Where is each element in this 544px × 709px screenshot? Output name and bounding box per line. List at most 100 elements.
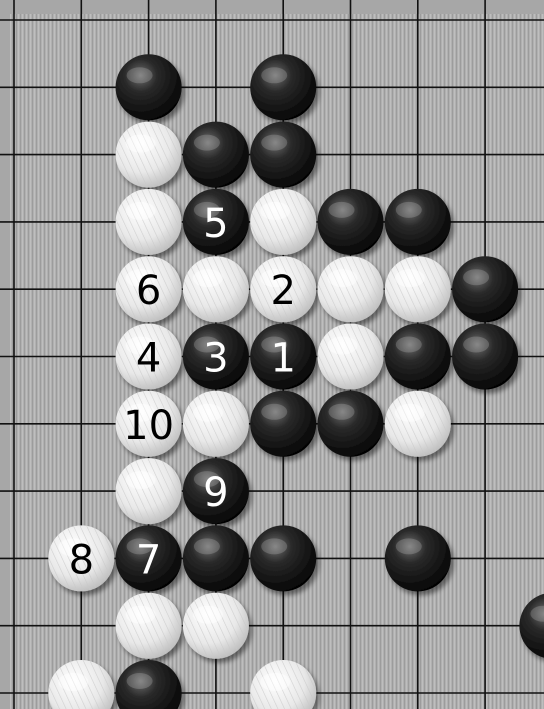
black-stone[interactable] — [385, 189, 451, 255]
black-stone[interactable] — [452, 324, 518, 390]
white-stone-highlight — [193, 404, 223, 422]
black-stone-highlight — [329, 404, 355, 420]
white-stone[interactable] — [385, 391, 451, 457]
black-stone[interactable]: 3 — [183, 324, 249, 390]
black-stone[interactable] — [250, 391, 316, 457]
black-stone-highlight — [396, 202, 422, 218]
white-stone[interactable] — [250, 189, 316, 255]
black-stone-body — [250, 122, 316, 188]
white-stone-texture — [183, 391, 249, 457]
black-stone-highlight — [261, 67, 287, 83]
white-stone-texture — [385, 256, 451, 322]
move-number-label: 9 — [203, 470, 228, 516]
black-stone-body — [250, 525, 316, 591]
white-stone-highlight — [395, 404, 425, 422]
white-stone-texture — [116, 189, 182, 255]
move-number-label: 2 — [270, 268, 295, 314]
white-stone-highlight — [328, 337, 358, 355]
black-stone-highlight — [194, 538, 220, 554]
white-stone-texture — [116, 122, 182, 188]
board-left-edge — [0, 0, 10, 709]
white-stone-texture — [385, 391, 451, 457]
white-stone-highlight — [58, 673, 88, 691]
white-stone-highlight — [260, 202, 290, 220]
white-stone[interactable]: 10 — [116, 391, 182, 457]
white-stone-texture — [318, 256, 384, 322]
black-stone[interactable]: 5 — [183, 189, 249, 255]
black-stone[interactable] — [116, 54, 182, 120]
black-stone[interactable] — [183, 122, 249, 188]
white-stone[interactable] — [318, 324, 384, 390]
white-stone[interactable]: 2 — [250, 256, 316, 322]
black-stone-highlight — [396, 337, 422, 353]
black-stone-highlight — [329, 202, 355, 218]
black-stone[interactable] — [385, 324, 451, 390]
black-stone[interactable] — [385, 525, 451, 591]
white-stone[interactable] — [385, 256, 451, 322]
white-stone-highlight — [193, 606, 223, 624]
black-stone[interactable] — [452, 256, 518, 322]
move-number-label: 3 — [203, 336, 228, 382]
white-stone-highlight — [260, 673, 290, 691]
white-stone-highlight — [126, 606, 156, 624]
black-stone-body — [183, 525, 249, 591]
move-number-label: 7 — [136, 537, 161, 583]
black-stone-highlight — [396, 538, 422, 554]
white-stone-texture — [250, 189, 316, 255]
black-stone-body — [452, 256, 518, 322]
black-stone-body — [318, 391, 384, 457]
white-stone-highlight — [126, 202, 156, 220]
black-stone-highlight — [463, 337, 489, 353]
white-stone[interactable] — [116, 593, 182, 659]
white-stone-texture — [183, 256, 249, 322]
black-stone[interactable]: 7 — [116, 525, 182, 591]
move-number-label: 6 — [136, 268, 161, 314]
black-stone-body — [385, 189, 451, 255]
black-stone-highlight — [194, 135, 220, 151]
white-stone[interactable] — [116, 458, 182, 524]
black-stone-highlight — [261, 135, 287, 151]
black-stone[interactable]: 1 — [250, 324, 316, 390]
white-stone-highlight — [126, 471, 156, 489]
white-stone[interactable] — [183, 391, 249, 457]
black-stone-highlight — [127, 67, 153, 83]
black-stone[interactable] — [250, 54, 316, 120]
black-stone[interactable] — [250, 122, 316, 188]
black-stone-body — [116, 54, 182, 120]
white-stone[interactable]: 6 — [116, 256, 182, 322]
move-number-label: 8 — [69, 537, 94, 583]
move-number-label: 1 — [270, 336, 295, 382]
black-stone-body — [318, 189, 384, 255]
white-stone-texture — [116, 458, 182, 524]
black-stone-body — [250, 54, 316, 120]
black-stone-highlight — [261, 538, 287, 554]
black-stone[interactable]: 9 — [183, 458, 249, 524]
white-stone[interactable] — [183, 593, 249, 659]
white-stone[interactable] — [116, 122, 182, 188]
white-stone-texture — [183, 593, 249, 659]
black-stone-highlight — [127, 673, 153, 689]
black-stone-highlight — [463, 269, 489, 285]
black-stone-body — [250, 391, 316, 457]
black-stone-body — [183, 122, 249, 188]
black-stone-body — [385, 324, 451, 390]
white-stone[interactable] — [318, 256, 384, 322]
move-number-label: 10 — [123, 403, 174, 449]
black-stone-body — [385, 525, 451, 591]
black-stone[interactable] — [250, 525, 316, 591]
white-stone[interactable]: 8 — [48, 525, 114, 591]
white-stone-highlight — [395, 269, 425, 287]
black-stone[interactable] — [318, 189, 384, 255]
move-number-label: 4 — [136, 336, 161, 382]
white-stone[interactable] — [116, 189, 182, 255]
white-stone[interactable] — [183, 256, 249, 322]
white-stone-texture — [318, 324, 384, 390]
white-stone[interactable]: 4 — [116, 324, 182, 390]
black-stone-highlight — [261, 404, 287, 420]
black-stone[interactable] — [318, 391, 384, 457]
black-stone[interactable] — [183, 525, 249, 591]
black-stone-body — [452, 324, 518, 390]
white-stone-highlight — [328, 269, 358, 287]
white-stone-texture — [116, 593, 182, 659]
